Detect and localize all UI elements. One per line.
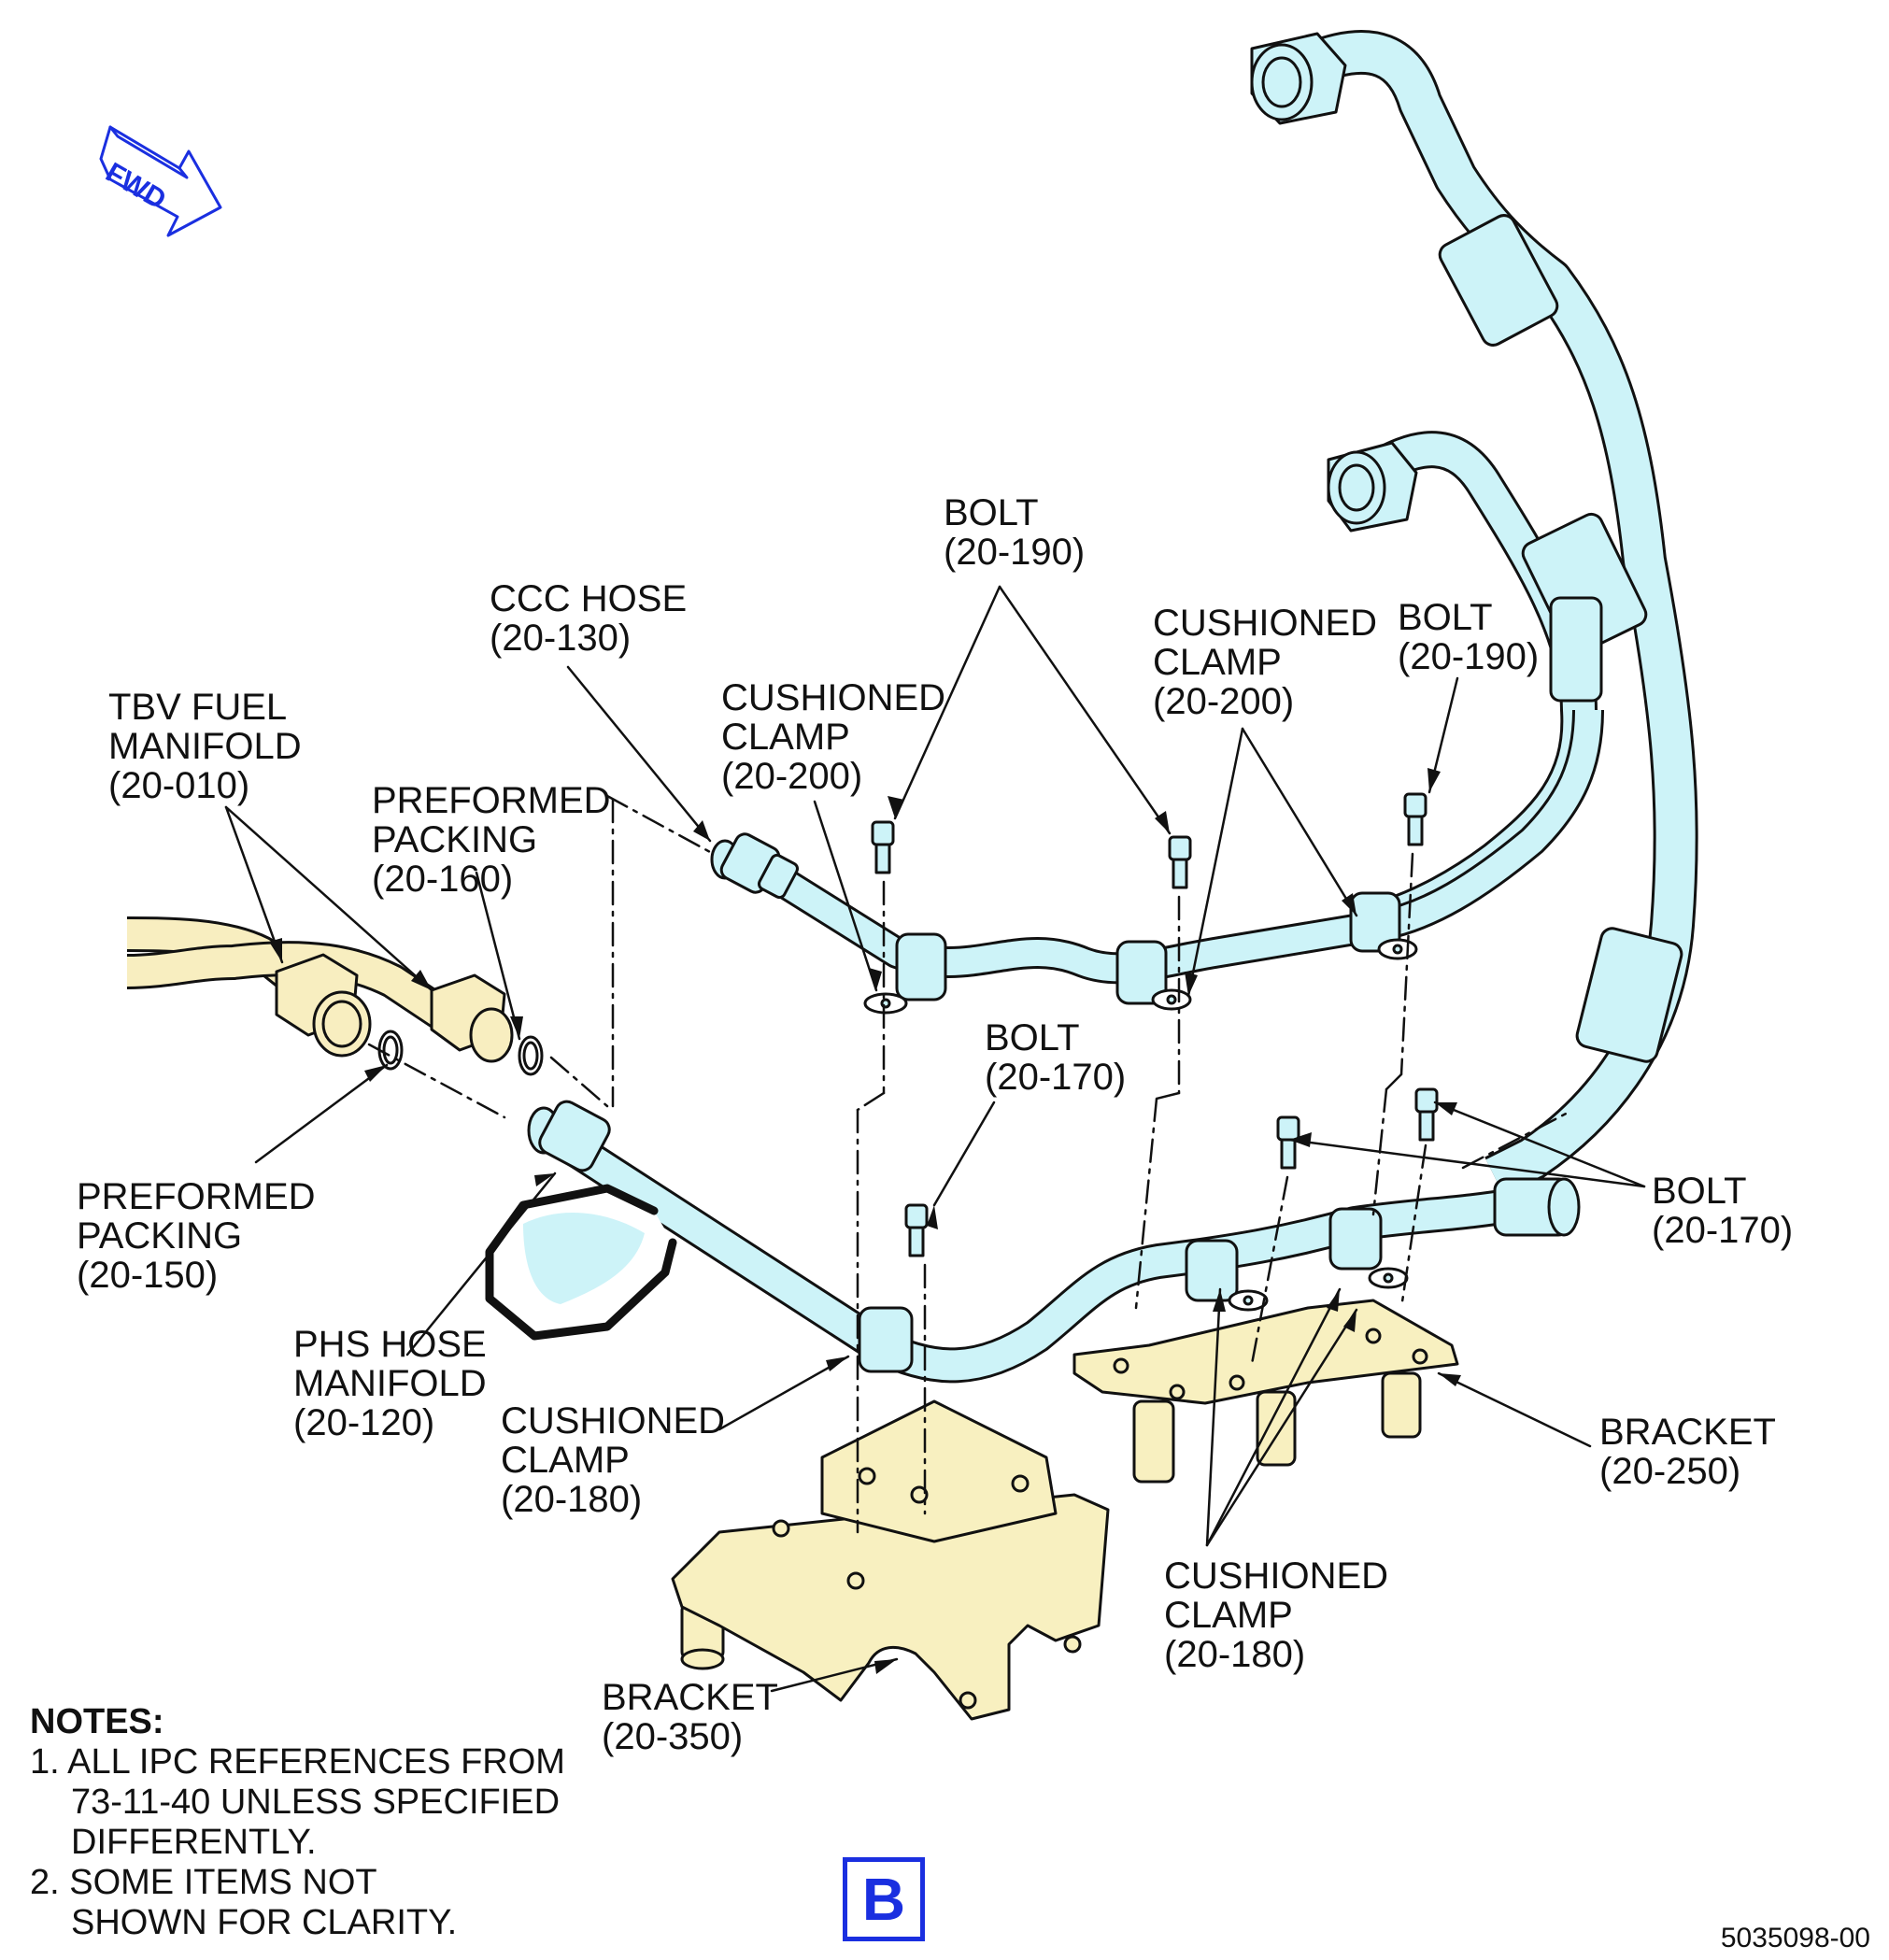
bolt-190-middle	[1168, 835, 1192, 889]
fwd-arrow-icon	[99, 125, 222, 237]
callout-bolt-190-right: BOLT (20-190)	[1398, 598, 1539, 676]
callout-tbv-fuel-manifold: TBV FUEL MANIFOLD (20-010)	[108, 688, 302, 805]
callout-name: PREFORMED	[77, 1176, 316, 1217]
callout-bolt-190-top: BOLT (20-190)	[944, 493, 1085, 572]
callout-ref: (20-180)	[1164, 1634, 1306, 1675]
callout-name: MANIFOLD	[293, 1363, 487, 1404]
callout-bracket-250: BRACKET (20-250)	[1599, 1413, 1776, 1491]
clamp-180-middle	[1185, 1239, 1269, 1312]
callout-name: PACKING	[372, 819, 538, 860]
bracket-350-drawing	[671, 1399, 1110, 1721]
middle-nut-fitting	[1327, 441, 1418, 533]
note-1-line: DIFFERENTLY.	[71, 1823, 317, 1862]
packing-ring-150	[377, 1030, 404, 1071]
callout-name: BOLT	[1398, 597, 1493, 638]
hose-ferrule	[1549, 596, 1603, 703]
callout-ref: (20-160)	[372, 859, 514, 900]
callout-name: MANIFOLD	[108, 726, 302, 767]
callout-name: CUSHIONED	[1164, 1555, 1389, 1597]
callout-ref: (20-170)	[1652, 1210, 1794, 1251]
callout-ref: (20-200)	[1153, 681, 1295, 722]
callout-ref: (20-180)	[501, 1479, 643, 1520]
callout-name: BOLT	[944, 492, 1039, 533]
callout-name: CLAMP	[1164, 1595, 1293, 1636]
callout-name: CLAMP	[1153, 642, 1282, 683]
callout-name: BRACKET	[602, 1677, 778, 1718]
callout-bolt-170-middle: BOLT (20-170)	[985, 1018, 1126, 1097]
callout-name: CLAMP	[501, 1440, 630, 1481]
callout-name: PHS HOSE	[293, 1324, 487, 1365]
callout-phs-hose-manifold: PHS HOSE MANIFOLD (20-120)	[293, 1325, 487, 1442]
callout-preformed-packing-150: PREFORMED PACKING (20-150)	[77, 1177, 316, 1295]
hose-ferrule	[1438, 214, 1559, 347]
leader-arrowheads	[269, 768, 1461, 1674]
callout-name: BRACKET	[1599, 1412, 1776, 1453]
ccc-hose-tube	[710, 709, 1604, 985]
callout-ref: (20-010)	[108, 765, 250, 806]
callout-ref: (20-130)	[490, 618, 632, 659]
bracket-250-drawing	[1072, 1299, 1459, 1484]
bolt-170-left	[904, 1203, 929, 1257]
callout-bracket-350: BRACKET (20-350)	[602, 1678, 778, 1756]
clamp-180-left	[858, 1306, 914, 1373]
callout-name: PREFORMED	[372, 780, 611, 821]
note-1-line: 1. ALL IPC REFERENCES FROM	[30, 1742, 565, 1782]
callout-ref: (20-170)	[985, 1057, 1127, 1098]
bolt-190-left	[871, 820, 895, 874]
callout-name: CLAMP	[721, 717, 850, 758]
phs-hose-tube	[485, 1100, 1581, 1384]
callout-name: CCC HOSE	[490, 578, 688, 619]
notes-title: NOTES:	[30, 1702, 164, 1741]
bolt-170-right	[1414, 1087, 1439, 1142]
callout-name: CUSHIONED	[721, 677, 946, 718]
callout-ref: (20-250)	[1599, 1451, 1741, 1492]
callout-ref: (20-120)	[293, 1402, 435, 1443]
figure-number: 5035098-00	[1720, 1923, 1870, 1953]
note-2-line: 2. SOME ITEMS NOT	[30, 1863, 377, 1902]
hose-ferrule	[1575, 927, 1683, 1063]
view-label-box: B	[843, 1857, 925, 1941]
callout-ccc-hose: CCC HOSE (20-130)	[490, 579, 687, 658]
notes-block: NOTES: 1. ALL IPC REFERENCES FROM 73-11-…	[30, 1702, 565, 1943]
clamp-200-middle	[1115, 940, 1192, 1011]
tbv-fuel-manifold-drawing	[126, 916, 514, 1063]
callout-name: BOLT	[1652, 1171, 1747, 1212]
callout-ref: (20-190)	[944, 532, 1086, 573]
callout-cushioned-clamp-200-right: CUSHIONED CLAMP (20-200)	[1153, 604, 1377, 721]
callout-preformed-packing-160: PREFORMED PACKING (20-160)	[372, 781, 611, 899]
upper-hose-assembly	[1250, 29, 1698, 1198]
callout-name: BOLT	[985, 1017, 1080, 1058]
top-nut-fitting	[1250, 32, 1347, 125]
callout-ref: (20-150)	[77, 1255, 219, 1296]
bolt-170-middle	[1276, 1115, 1300, 1170]
callout-cushioned-clamp-180-left: CUSHIONED CLAMP (20-180)	[501, 1401, 725, 1519]
bolt-190-right	[1403, 792, 1427, 846]
callout-name: PACKING	[77, 1215, 243, 1257]
callout-name: CUSHIONED	[1153, 603, 1378, 644]
callout-cushioned-clamp-180-right: CUSHIONED CLAMP (20-180)	[1164, 1556, 1388, 1674]
callout-name: TBV FUEL	[108, 687, 288, 728]
callout-cushioned-clamp-200-left: CUSHIONED CLAMP (20-200)	[721, 678, 945, 796]
callout-bolt-170-right: BOLT (20-170)	[1652, 1172, 1793, 1250]
callout-name: CUSHIONED	[501, 1400, 726, 1442]
callout-ref: (20-200)	[721, 756, 863, 797]
packing-ring-160	[518, 1035, 544, 1076]
callout-ref: (20-350)	[602, 1716, 744, 1757]
assembly-center-lines	[367, 794, 1571, 1534]
clamp-200-left	[863, 932, 947, 1015]
clamp-180-right	[1328, 1207, 1409, 1289]
note-2-line: SHOWN FOR CLARITY.	[71, 1903, 458, 1942]
note-1-line: 73-11-40 UNLESS SPECIFIED	[71, 1782, 561, 1822]
callout-ref: (20-190)	[1398, 636, 1540, 677]
